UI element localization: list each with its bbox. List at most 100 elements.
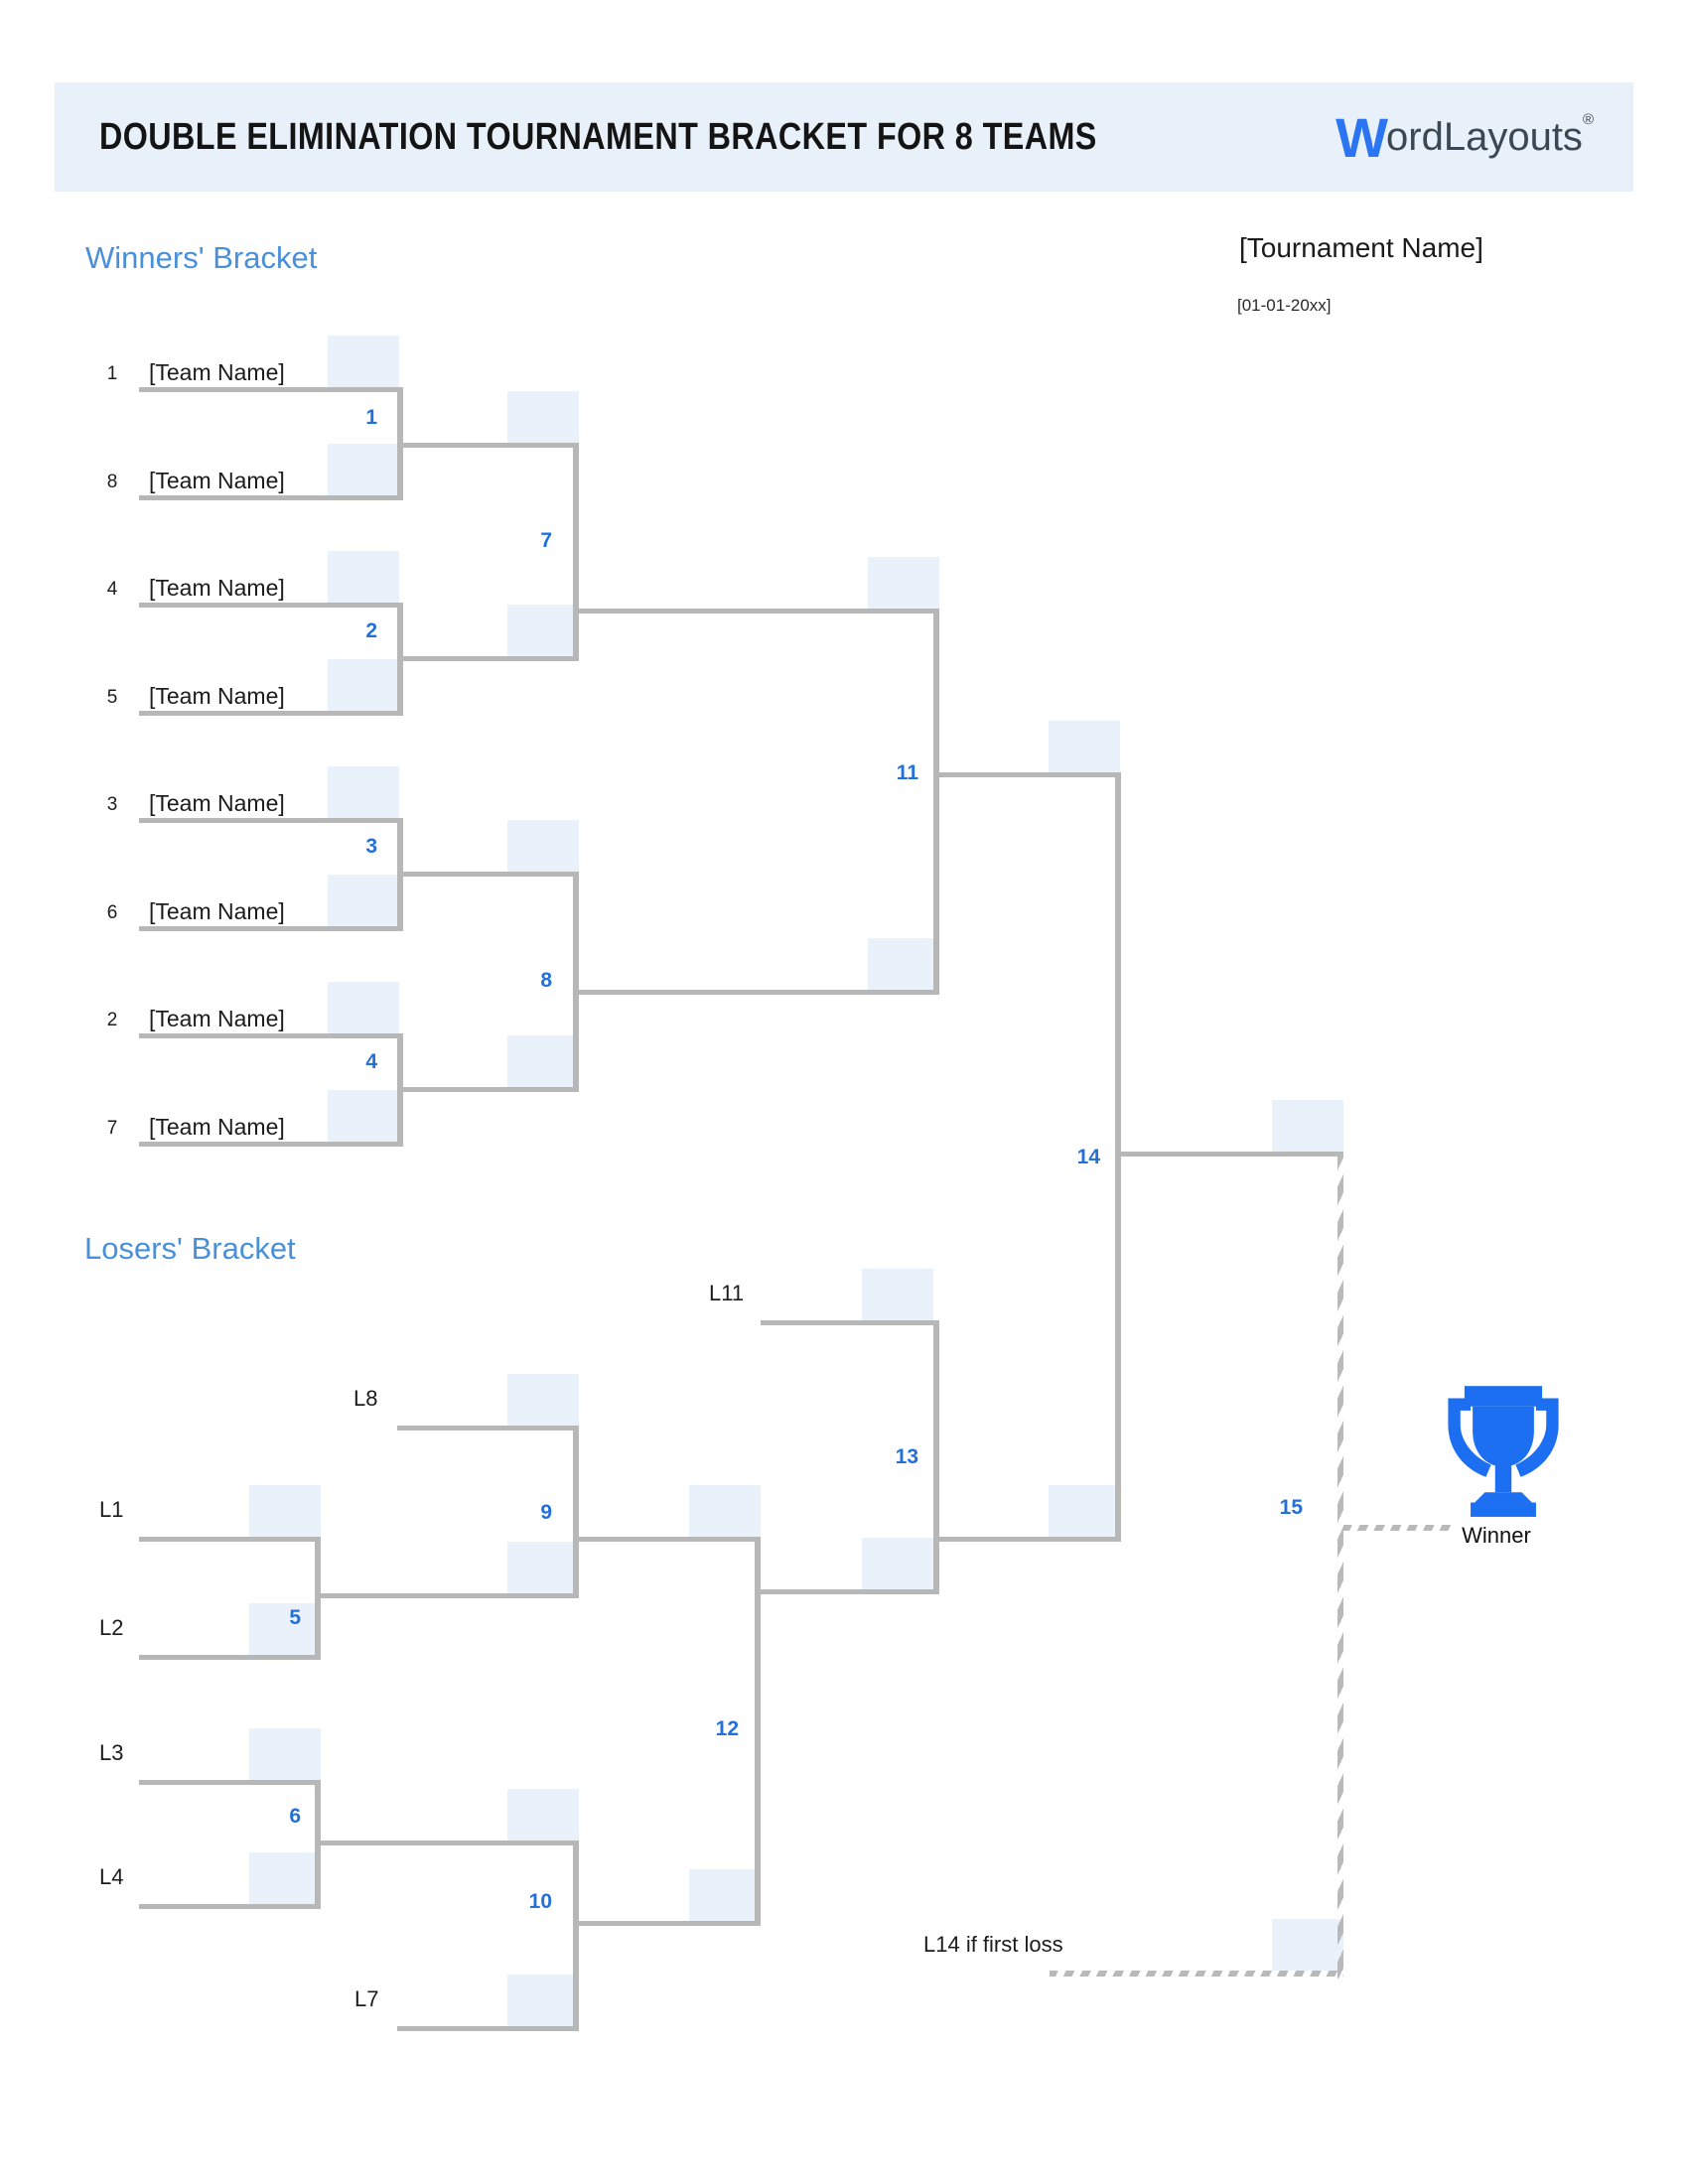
team-name-field[interactable]: [Team Name]: [149, 898, 285, 924]
score-box[interactable]: [1272, 1919, 1343, 1971]
loser-slot-l2: L2: [99, 1615, 124, 1640]
bracket-connector: [315, 1537, 321, 1660]
bracket-line: [403, 443, 579, 448]
bracket-line: [579, 1921, 761, 1926]
team-name-field[interactable]: [Team Name]: [149, 683, 285, 709]
loser-slot-l7: L7: [354, 1986, 379, 2011]
bracket-line: [139, 603, 403, 608]
seed-label: 1: [106, 363, 118, 384]
match-number-15: 15: [1279, 1496, 1303, 1519]
bracket-connector: [397, 603, 403, 716]
score-box[interactable]: [507, 1374, 579, 1426]
bracket-line: [397, 2026, 579, 2031]
bracket-connector: [573, 443, 579, 661]
loser-slot-l11: L11: [709, 1281, 745, 1305]
match-number-5: 5: [289, 1606, 301, 1629]
loser-slot-l3: L3: [99, 1740, 124, 1765]
logo-w-icon: W: [1336, 105, 1388, 169]
score-box[interactable]: [328, 336, 399, 387]
score-box[interactable]: [507, 1789, 579, 1841]
loser-slot-l1: L1: [99, 1497, 124, 1522]
score-box[interactable]: [862, 1538, 933, 1589]
score-box[interactable]: [328, 875, 399, 926]
score-box[interactable]: [507, 1975, 579, 2026]
winner-label: Winner: [1462, 1523, 1531, 1548]
match-number-7: 7: [540, 529, 552, 552]
logo-text: ordLayouts: [1386, 114, 1583, 159]
score-box[interactable]: [249, 1603, 321, 1655]
team-row: 7[Team Name]: [102, 1106, 420, 1140]
team-name-field[interactable]: [Team Name]: [149, 575, 285, 601]
score-box[interactable]: [507, 391, 579, 443]
score-box[interactable]: [249, 1728, 321, 1780]
team-row: 2 [Team Name]: [102, 998, 420, 1031]
team-name-field[interactable]: [Team Name]: [149, 359, 285, 385]
score-box[interactable]: [1049, 1485, 1120, 1537]
loser-slot-l4: L4: [99, 1864, 124, 1889]
team-name-field[interactable]: [Team Name]: [149, 1006, 285, 1031]
bracket-line: [397, 1426, 579, 1431]
bracket-line: [403, 1087, 579, 1092]
score-box[interactable]: [507, 820, 579, 872]
bracket-line: [761, 1320, 939, 1325]
bracket-line: [139, 711, 403, 716]
bracket-connector: [1115, 772, 1121, 1542]
team-name-field[interactable]: [Team Name]: [149, 790, 285, 816]
score-box[interactable]: [249, 1485, 321, 1537]
score-box[interactable]: [1272, 1100, 1343, 1152]
match-number-9: 9: [540, 1501, 552, 1524]
bracket-connector: [933, 609, 939, 995]
score-box[interactable]: [249, 1852, 321, 1904]
score-box[interactable]: [328, 1090, 399, 1142]
bracket-line: [939, 1537, 1121, 1542]
bracket-line: [579, 609, 939, 614]
score-box[interactable]: [689, 1869, 761, 1921]
score-box[interactable]: [689, 1485, 761, 1537]
score-box[interactable]: [507, 1035, 579, 1087]
match-number-8: 8: [540, 969, 552, 992]
team-row: 4[Team Name]: [102, 567, 420, 601]
score-box[interactable]: [328, 551, 399, 603]
bracket-connector: [573, 1426, 579, 1598]
score-box[interactable]: [507, 605, 579, 656]
tournament-name-field[interactable]: [Tournament Name]: [1239, 232, 1483, 263]
bracket-connector: [397, 818, 403, 931]
score-box[interactable]: [328, 444, 399, 495]
match-number-14: 14: [1076, 1146, 1100, 1168]
bracket-line: [139, 1904, 321, 1909]
seed-label: 2: [106, 1010, 118, 1030]
seed-label: 5: [106, 687, 118, 708]
bracket-line: [139, 1655, 321, 1660]
match-number-2: 2: [365, 619, 377, 642]
score-box[interactable]: [328, 766, 399, 818]
team-name-field[interactable]: [Team Name]: [149, 1114, 285, 1140]
score-box[interactable]: [328, 982, 399, 1033]
match-number-6: 6: [289, 1805, 301, 1828]
score-box[interactable]: [868, 938, 939, 990]
score-box[interactable]: [1049, 721, 1120, 772]
bracket-connector: [573, 1841, 579, 2031]
bracket-line: [321, 1841, 579, 1845]
match-number-3: 3: [365, 835, 377, 858]
l14-dashed-line: [1050, 1971, 1343, 1977]
team-row: 3[Team Name]: [102, 782, 420, 816]
bracket-line: [403, 656, 579, 661]
loser-slot-l8: L8: [353, 1386, 378, 1411]
bracket-line: [139, 1033, 403, 1038]
team-row: 8[Team Name]: [102, 460, 420, 493]
winner-dashed-line: [1343, 1525, 1453, 1531]
score-box[interactable]: [868, 557, 939, 609]
score-box[interactable]: [862, 1269, 933, 1320]
match-number-4: 4: [365, 1050, 377, 1073]
bracket-line: [403, 872, 579, 877]
bracket-line: [139, 1537, 321, 1542]
tournament-date-field[interactable]: [01-01-20xx]: [1237, 296, 1332, 315]
score-box[interactable]: [328, 659, 399, 711]
score-box[interactable]: [507, 1542, 579, 1593]
team-name-field[interactable]: [Team Name]: [149, 468, 285, 493]
team-row: 5 [Team Name]: [102, 675, 420, 709]
bracket-line: [1121, 1152, 1343, 1157]
trophy-icon: [1438, 1380, 1569, 1519]
